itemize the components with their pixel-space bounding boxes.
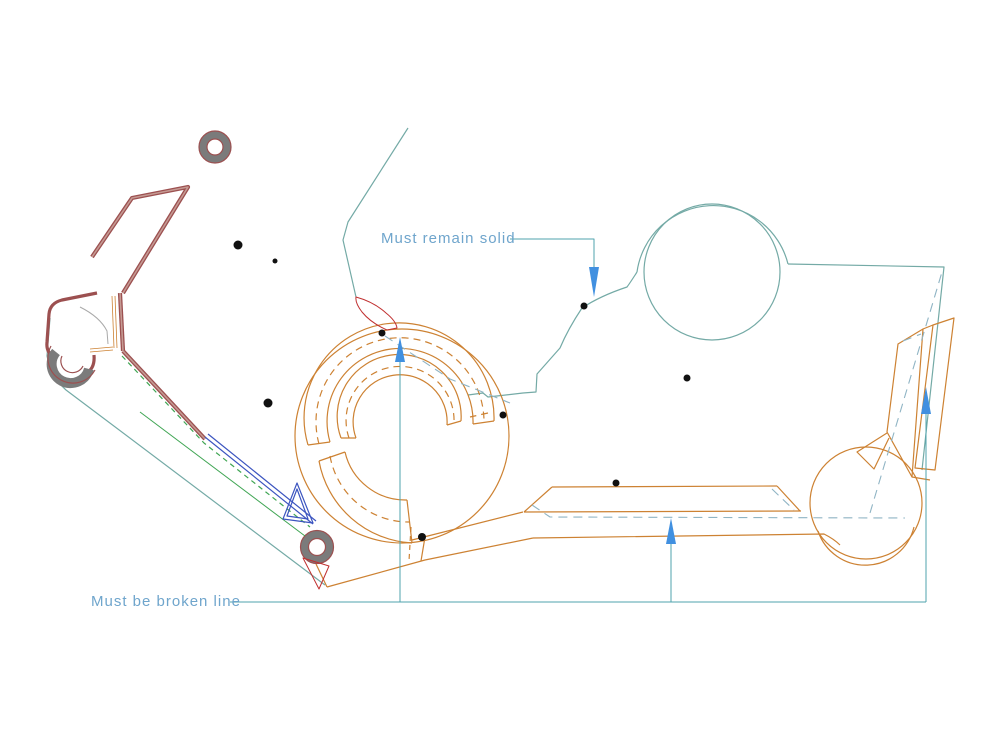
arrow-up-icon bbox=[921, 387, 931, 414]
hidden-edge-curve bbox=[79, 306, 109, 345]
rotor-band-lower bbox=[318, 460, 413, 544]
snap-dot bbox=[233, 240, 243, 250]
label-must-be-broken-line: Must be broken line bbox=[91, 593, 241, 610]
arrow-up-icon bbox=[395, 337, 405, 362]
arm-band bbox=[523, 485, 802, 513]
blue-linkage bbox=[204, 433, 317, 525]
crescent-pad bbox=[46, 348, 94, 389]
arrow-up-icon bbox=[666, 518, 676, 544]
snap-dot bbox=[499, 411, 507, 419]
red-hatch-areas bbox=[302, 296, 398, 590]
label-must-remain-solid: Must remain solid bbox=[381, 230, 516, 247]
snap-dots bbox=[233, 240, 691, 541]
arrow-down-icon bbox=[589, 267, 599, 297]
snap-dot bbox=[683, 374, 691, 382]
rotor-and-arm bbox=[89, 295, 955, 588]
snap-dot bbox=[612, 479, 620, 487]
leader-arrows bbox=[395, 267, 931, 544]
snap-dot bbox=[580, 302, 588, 310]
snap-dot bbox=[263, 398, 273, 408]
hinge-ring-bottom bbox=[299, 529, 335, 565]
snap-dot bbox=[418, 533, 426, 541]
leader-lines bbox=[230, 238, 927, 603]
rotor-pitch-circle bbox=[294, 328, 510, 544]
top-right-circle bbox=[643, 203, 781, 341]
green-linkage bbox=[121, 355, 311, 537]
leader-must-remain-solid bbox=[510, 238, 595, 267]
centerlines bbox=[384, 271, 943, 519]
blue-triangle bbox=[282, 482, 314, 524]
hinge-ring-top bbox=[198, 130, 232, 164]
tilted-plate-left bbox=[886, 328, 924, 478]
tilted-plate-right bbox=[914, 317, 955, 471]
maroon-bracket-parts bbox=[45, 130, 335, 565]
hatch-sliver-top bbox=[355, 296, 398, 331]
snap-dot bbox=[378, 329, 386, 337]
hatch-triangle-bottom bbox=[302, 557, 330, 590]
hook-piece bbox=[45, 291, 98, 358]
snap-dot bbox=[272, 258, 278, 264]
flag-bracket bbox=[90, 184, 191, 295]
